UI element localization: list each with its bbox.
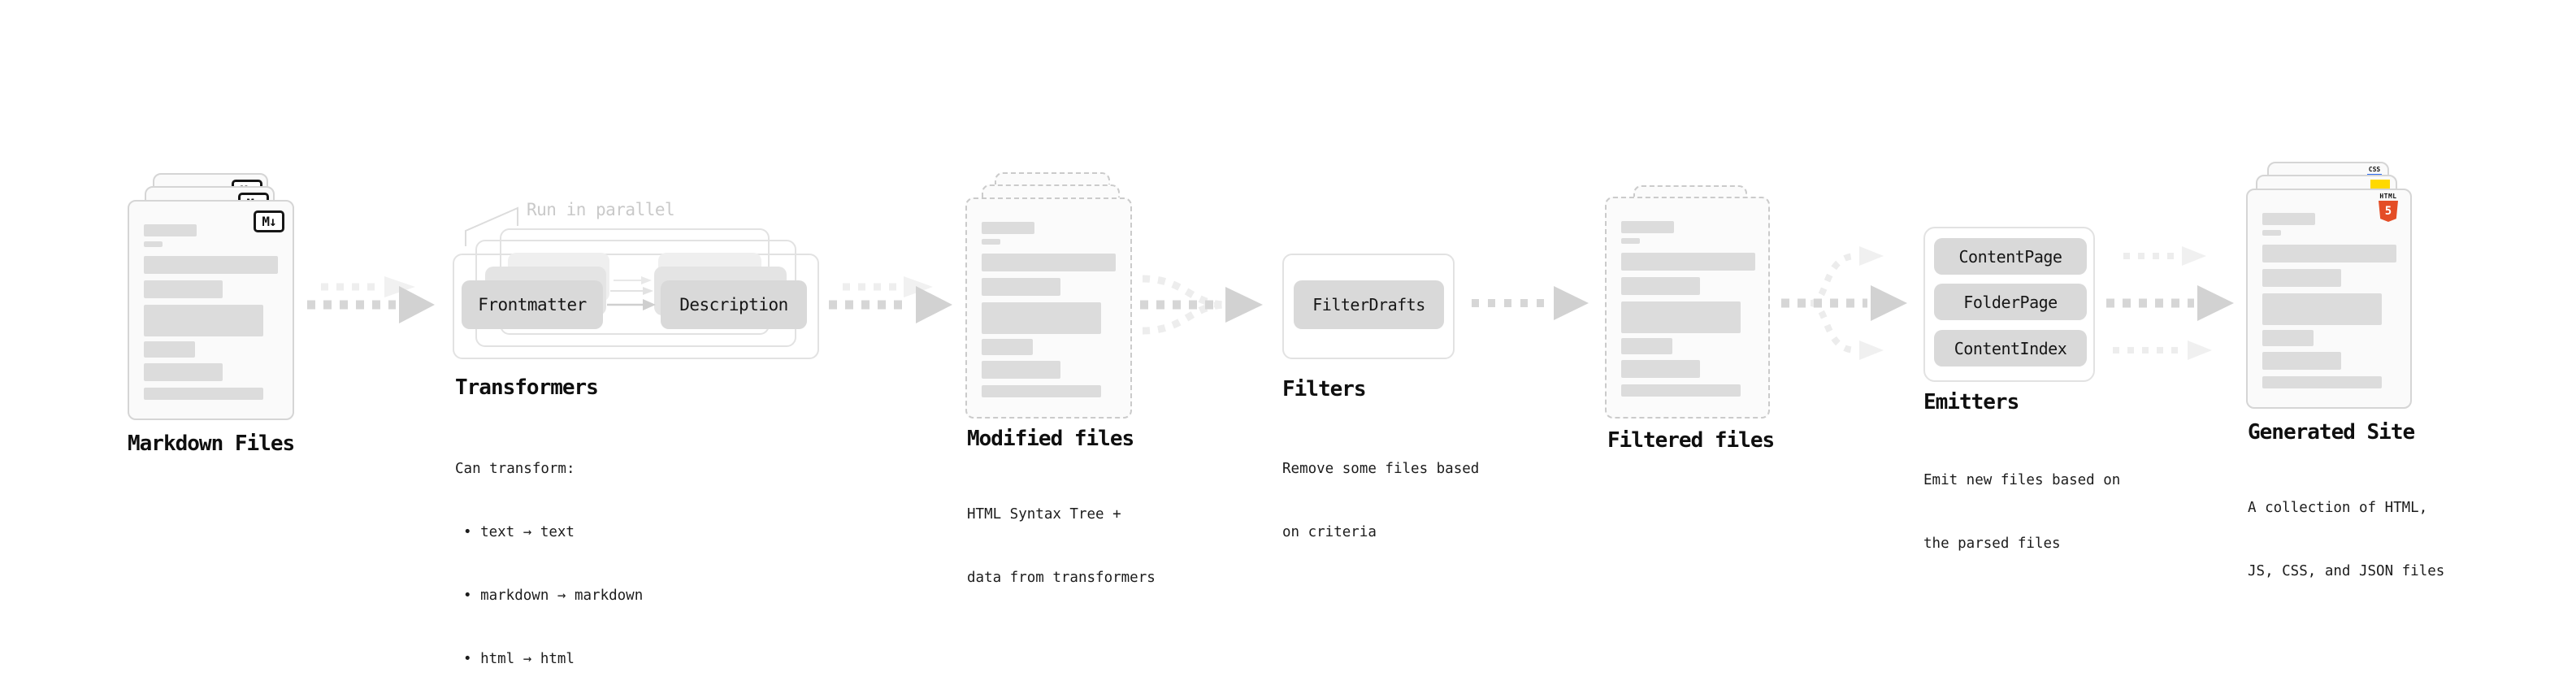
text-line-placeholder: [144, 341, 195, 358]
text-line-placeholder: [1621, 277, 1700, 295]
text-line-placeholder: [982, 361, 1060, 379]
transformers-title: Transformers: [455, 375, 599, 400]
merge-arrow-modified-to-filters: [1140, 275, 1263, 335]
flow-arrow-filters-to-filtered: [1472, 286, 1589, 320]
markdown-icon: M↓: [254, 210, 284, 232]
text-line-placeholder: [1621, 301, 1741, 333]
markdown-icon-label: M↓: [262, 214, 276, 229]
text-line-placeholder: [1621, 238, 1640, 244]
html5-icon-word: HTML: [2379, 193, 2397, 200]
document-text-placeholder: [144, 224, 278, 400]
contentindex-label: ContentIndex: [1954, 338, 2067, 358]
contentindex-box: ContentIndex: [1934, 330, 2087, 367]
js-icon: [2370, 180, 2390, 190]
generated-site-title: Generated Site: [2248, 420, 2415, 445]
modified-files-title: Modified files: [967, 427, 1134, 451]
description-label: Description: [679, 295, 788, 314]
filtered-doc-front: [1605, 197, 1770, 419]
text-line-placeholder: [2262, 293, 2382, 325]
folderpage-label: FolderPage: [1963, 292, 2058, 312]
text-line-placeholder: [2262, 230, 2281, 236]
text-line-placeholder: [2262, 352, 2341, 370]
emitters-description: Emit new files based on the parsed files: [1923, 427, 2120, 596]
generated-site-description: A collection of HTML, JS, CSS, and JSON …: [2248, 455, 2444, 624]
text-line-placeholder: [1621, 221, 1674, 233]
document-text-placeholder: [1621, 221, 1755, 397]
flow-arrow-transformers-to-modified: [829, 276, 952, 323]
frontmatter-box: Frontmatter: [462, 280, 603, 329]
contentpage-box: ContentPage: [1934, 238, 2087, 275]
text-line-placeholder: [982, 302, 1101, 334]
description-line: • text → text: [463, 524, 575, 540]
transformers-description: Can transform: • text → text • markdown …: [455, 416, 643, 681]
document-text-placeholder: [2262, 213, 2396, 388]
transformer-container-front: [453, 254, 819, 359]
description-line: Can transform:: [455, 461, 575, 477]
html5-icon: HTML 5: [2378, 193, 2399, 222]
filtered-files-title: Filtered files: [1607, 428, 1775, 453]
text-line-placeholder: [144, 363, 223, 381]
markdown-files-title: Markdown Files: [128, 432, 295, 456]
markdown-doc-front: M↓: [128, 200, 294, 420]
text-line-placeholder: [1621, 360, 1700, 378]
text-line-placeholder: [144, 241, 163, 247]
filterdrafts-box: FilterDrafts: [1294, 280, 1444, 329]
fanout-arrow-filtered-to-emitters: [1781, 246, 1907, 360]
description-line: Remove some files based: [1282, 461, 1480, 477]
description-box: Description: [661, 280, 807, 329]
text-line-placeholder: [2262, 376, 2382, 388]
text-line-placeholder: [982, 339, 1033, 355]
modified-doc-front: [965, 197, 1132, 419]
flow-arrow-markdown-to-transformers: [307, 276, 435, 323]
text-line-placeholder: [982, 222, 1034, 234]
parallel-arrows-emitters-to-site: [2106, 246, 2234, 360]
text-line-placeholder: [144, 388, 263, 400]
modified-files-description: HTML Syntax Tree + data from transformer…: [967, 462, 1156, 631]
text-line-placeholder: [982, 254, 1116, 271]
description-line: JS, CSS, and JSON files: [2248, 563, 2445, 579]
text-line-placeholder: [1621, 384, 1741, 397]
text-line-placeholder: [2262, 330, 2314, 346]
emitters-container: [1923, 227, 2095, 382]
folderpage-box: FolderPage: [1934, 284, 2087, 320]
site-doc-html: HTML 5: [2246, 189, 2412, 409]
text-line-placeholder: [982, 239, 1000, 245]
transformer-chain-arrows: [607, 276, 656, 310]
css-icon-label: CSS: [2368, 166, 2381, 173]
description-line: data from transformers: [967, 570, 1156, 586]
text-line-placeholder: [1621, 338, 1672, 354]
filters-title: Filters: [1282, 377, 1367, 401]
run-in-parallel-note: Run in parallel: [527, 200, 675, 219]
text-line-placeholder: [144, 280, 223, 298]
html5-icon-shield: 5: [2379, 201, 2398, 222]
description-line: HTML Syntax Tree +: [967, 506, 1121, 523]
description-line: • markdown → markdown: [463, 588, 644, 604]
contentpage-label: ContentPage: [1958, 246, 2062, 267]
description-line: on criteria: [1282, 524, 1377, 540]
filters-description: Remove some files based on criteria: [1282, 416, 1479, 585]
text-line-placeholder: [144, 256, 278, 274]
text-line-placeholder: [144, 224, 197, 236]
text-line-placeholder: [2262, 245, 2396, 262]
text-line-placeholder: [982, 278, 1060, 296]
note-leader-line: [465, 206, 518, 246]
text-line-placeholder: [2262, 269, 2341, 287]
document-text-placeholder: [982, 222, 1116, 397]
description-line: Emit new files based on: [1923, 472, 2121, 488]
description-line: the parsed files: [1923, 536, 2061, 552]
text-line-placeholder: [144, 305, 263, 336]
text-line-placeholder: [1621, 253, 1755, 271]
text-line-placeholder: [982, 385, 1101, 397]
filterdrafts-label: FilterDrafts: [1312, 295, 1425, 314]
frontmatter-label: Frontmatter: [478, 295, 587, 314]
html5-icon-number: 5: [2384, 205, 2392, 218]
description-line: A collection of HTML,: [2248, 500, 2428, 516]
emitters-title: Emitters: [1923, 390, 2019, 414]
description-line: • html → html: [463, 651, 575, 667]
text-line-placeholder: [2262, 213, 2315, 225]
filters-container: [1282, 254, 1455, 359]
